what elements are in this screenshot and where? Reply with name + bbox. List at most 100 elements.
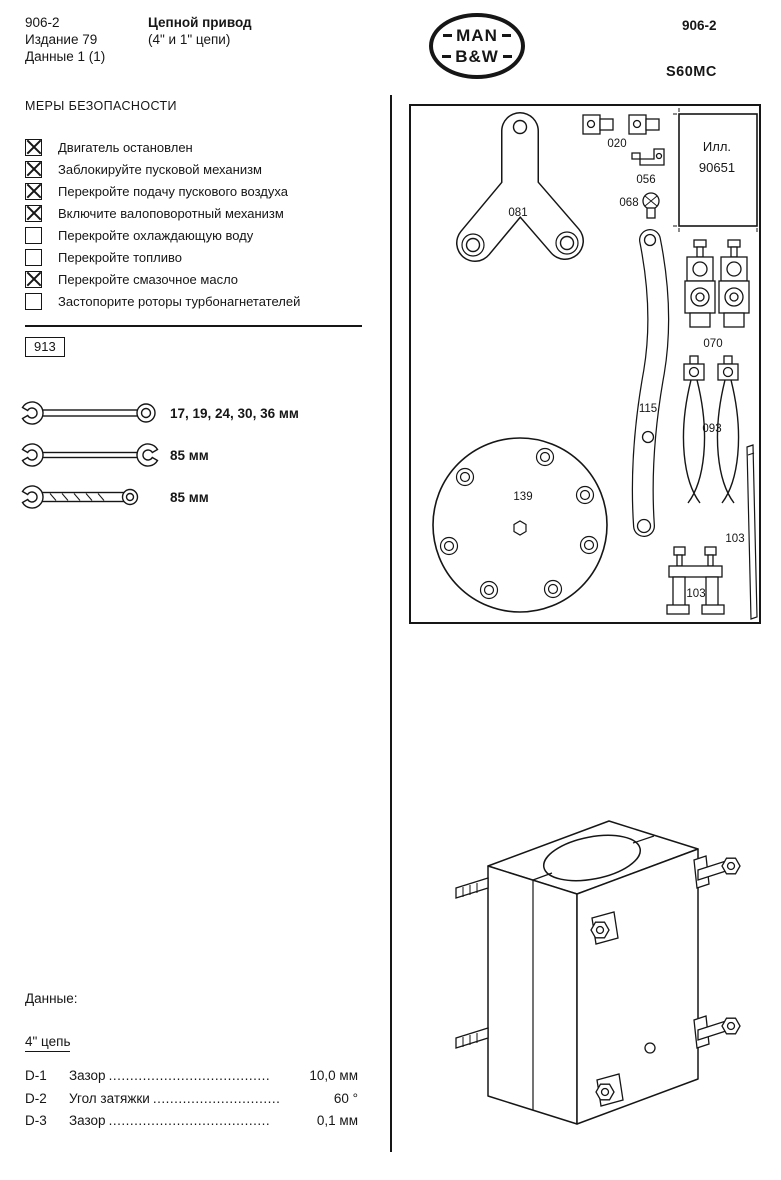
- part-label-068: 068: [619, 197, 638, 209]
- data-subheading: 4" цепь: [25, 1034, 71, 1052]
- leader-dots: ......................................: [108, 1068, 271, 1083]
- checkbox: [25, 204, 42, 222]
- part-label-115: 115: [639, 403, 657, 415]
- page-title: Цепной привод: [148, 15, 252, 30]
- block-hole: [644, 1042, 656, 1054]
- leader-dots: ..............................: [152, 1090, 281, 1106]
- slugging-wrench-icon: [21, 485, 139, 509]
- part-label-056: 056: [636, 174, 655, 186]
- part-070-jacks-drawing: [684, 239, 750, 328]
- safety-item: Перекройте смазочное масло: [25, 268, 300, 290]
- engine-model: S60MC: [666, 64, 717, 80]
- safety-item: Перекройте подачу пускового воздуха: [25, 180, 300, 202]
- clamp-block-drawing: [455, 820, 741, 1125]
- tool-size-label: 85 мм: [170, 447, 209, 463]
- data-code: D-2: [25, 1090, 47, 1106]
- part-label-070: 070: [703, 338, 722, 350]
- checkbox: [25, 182, 42, 200]
- safety-item: Заблокируйте пусковой механизм: [25, 158, 300, 180]
- safety-item-label: Заблокируйте пусковой механизм: [58, 161, 262, 177]
- checkbox: [25, 160, 42, 178]
- data-table: D-1 Зазор ..............................…: [25, 1068, 358, 1136]
- safety-item-label: Перекройте смазочное масло: [58, 271, 239, 287]
- logo-text-bw: B&W: [455, 46, 499, 66]
- safety-item: Двигатель остановлен: [25, 136, 300, 158]
- safety-heading: МЕРЫ БЕЗОПАСНОСТИ: [25, 99, 177, 113]
- part-label-139: 139: [513, 491, 532, 503]
- man-bw-logo: MAN B&W: [429, 13, 525, 79]
- doc-number: 906-2: [25, 15, 60, 30]
- safety-item-label: Включите валоповоротный механизм: [58, 205, 284, 221]
- logo-row-top: MAN: [443, 26, 511, 46]
- logo-bar: [502, 55, 512, 58]
- data-row: D-2 Угол затяжки .......................…: [25, 1091, 358, 1114]
- block-studs-left: [455, 877, 489, 1049]
- data-value: 10,0 мм: [309, 1068, 358, 1083]
- data-label: Зазор: [69, 1068, 106, 1083]
- safety-item: Включите валоповоротный механизм: [25, 202, 300, 224]
- vertical-divider: [390, 95, 392, 1152]
- leader-dots: ......................................: [108, 1113, 271, 1128]
- logo-text-man: MAN: [456, 25, 498, 45]
- part-056-bracket-drawing: [631, 148, 665, 166]
- part-020-clamps-drawing: [582, 114, 660, 135]
- part-081-bracket-drawing: [456, 112, 584, 262]
- data-row: D-1 Зазор ..............................…: [25, 1068, 358, 1091]
- safety-item: Перекройте охлаждающую воду: [25, 224, 300, 246]
- part-115-lever-drawing: [631, 229, 670, 537]
- illustration-number: 90651: [699, 160, 735, 175]
- part-068-item-drawing: [642, 192, 660, 219]
- data-row: D-3 Зазор ..............................…: [25, 1113, 358, 1136]
- data-line: Данные 1 (1): [25, 49, 106, 64]
- part-label-103-bracket: 103: [686, 588, 705, 600]
- data-value: 60 °: [333, 1090, 358, 1106]
- illustration-ref-box: [673, 108, 758, 232]
- part-139-cover-drawing: [432, 437, 608, 613]
- data-label: Зазор: [69, 1113, 106, 1128]
- checkbox: [25, 226, 42, 244]
- checkbox: [25, 138, 42, 156]
- parts-panel-border: [409, 104, 761, 624]
- tool-row: 85 мм: [20, 434, 299, 476]
- page-ref-number: 906-2: [682, 18, 717, 33]
- safety-item-label: Перекройте топливо: [58, 249, 183, 265]
- logo-bar: [443, 34, 453, 37]
- safety-checklist: Двигатель остановлен Заблокируйте пусков…: [25, 136, 300, 312]
- safety-item-label: Перекройте подачу пускового воздуха: [58, 183, 288, 199]
- illustration-label: Илл.: [703, 139, 731, 154]
- tool-size-label: 17, 19, 24, 30, 36 мм: [170, 405, 299, 421]
- safety-item: Застопорите роторы турбонагнетателей: [25, 290, 300, 312]
- checkbox: [25, 248, 42, 266]
- checkbox: [25, 292, 42, 310]
- data-code: D-3: [25, 1113, 47, 1128]
- part-093-slings-drawing: [682, 355, 740, 504]
- header-doc-info: 906-2 Издание 79 Данные 1 (1): [25, 14, 105, 65]
- logo-bar: [501, 34, 511, 37]
- data-heading: Данные:: [25, 991, 78, 1006]
- part-label-093: 093: [702, 423, 721, 435]
- tool-size-label: 85 мм: [170, 489, 209, 505]
- checkbox: [25, 270, 42, 288]
- safety-item-label: Перекройте охлаждающую воду: [58, 227, 254, 243]
- logo-bar: [442, 55, 452, 58]
- part-label-081: 081: [508, 207, 527, 219]
- data-value: 0,1 мм: [316, 1113, 358, 1128]
- open-end-wrench-icon: [21, 443, 159, 467]
- tool-row: 85 мм: [20, 476, 299, 518]
- horizontal-rule: [25, 325, 362, 327]
- data-label: Угол затяжки: [69, 1090, 150, 1106]
- part-103-bracket-drawing: [666, 546, 725, 615]
- combination-wrench-icon: [21, 401, 156, 425]
- tool-row: 17, 19, 24, 30, 36 мм: [20, 392, 299, 434]
- edition-line: Издание 79: [25, 32, 98, 47]
- part-103-rod-drawing: [746, 444, 758, 620]
- tools-parts-panel: 081 020 056 068 Илл. 90651: [409, 104, 761, 624]
- data-code: D-1: [25, 1068, 47, 1083]
- logo-row-bottom: B&W: [442, 47, 512, 67]
- section-ref-box: 913: [25, 337, 65, 357]
- block-bolts-front: [590, 911, 624, 1107]
- part-label-020: 020: [607, 138, 626, 150]
- block-bolts-right: [693, 855, 741, 1049]
- part-label-103-rod: 103: [725, 533, 744, 545]
- safety-item: Перекройте топливо: [25, 246, 300, 268]
